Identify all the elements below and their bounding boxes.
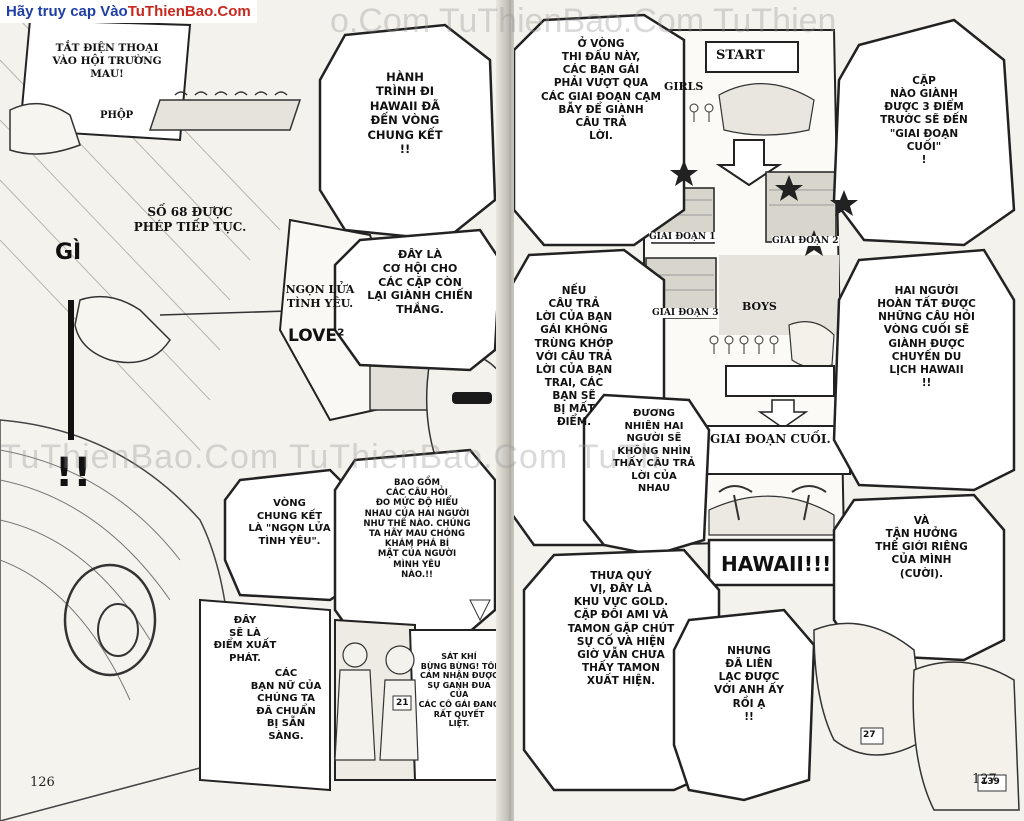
watermark-band-top: o.Com TuThienBao.Com TuThien <box>330 2 837 40</box>
gold-area-bubble: THƯA QUÝ VỊ, ĐÂY LÀ KHU VỰC GOLD. CẶP ĐÔ… <box>567 570 675 687</box>
contacted-bubble: NHƯNG ĐÃ LIÊN LẠC ĐƯỢC VỚI ANH ẤY RỒI Ạ … <box>714 645 784 723</box>
diagram-final-stage: GIAI ĐOẠN CUỐI. <box>710 432 831 446</box>
start-point-bubble: ĐÂY SẼ LÀ ĐIỂM XUẤT PHÁT. <box>213 615 277 664</box>
exclaim-bar <box>68 300 74 440</box>
shirt-number-21: 21 <box>396 698 409 708</box>
watermark-band-middle: TuThienBao.Com TuThienBao.Com TuTh <box>0 438 661 476</box>
diagram-boys: BOYS <box>742 300 777 313</box>
diagram-stage-3: GIAI ĐOẠN 3 <box>652 308 719 318</box>
girls-ready-bubble: CÁC BẠN NỮ CỦA CHÚNG TA ĐÃ CHUẨN BỊ SẴN … <box>250 668 322 742</box>
love-sign-text: NGỌN LỬA TÌNH YÊU. <box>285 283 355 310</box>
left-page-artwork <box>0 0 506 821</box>
diagram-girls: GIRLS <box>664 80 704 93</box>
final-round-bubble: VÒNG CHUNG KẾT LÀ "NGỌN LỬA TÌNH YÊU". <box>248 498 331 547</box>
watermark-prefix: Hãy truy cap Vào <box>6 3 128 20</box>
journey-bubble: HÀNH TRÌNH ĐI HAWAII ĐÃ ĐẾN VÒNG CHUNG K… <box>367 70 443 156</box>
phone-note-text: TẮT ĐIỆN THOẠI VÀO HỘI TRƯỜNG MAU! <box>52 42 162 81</box>
enjoy-bubble: VÀ TẬN HƯỞNG THẾ GIỚI RIÊNG CỦA MÌNH (CƯ… <box>875 515 968 580</box>
first-three-bubble: CẶP NÀO GIÀNH ĐƯỢC 3 ĐIỂM TRƯỚC SẼ ĐẾN "… <box>880 75 968 166</box>
questions-bubble: BAO GỒM CÁC CÂU HỎI ĐO MỨC ĐỘ HIỂU NHAU … <box>363 478 471 580</box>
sfx-phop: PHỘP <box>100 110 134 121</box>
sfx-exclaim: !! <box>55 450 92 496</box>
page-number-left: 126 <box>30 775 55 790</box>
shirt-number-139: 139 <box>981 777 1000 787</box>
complete-bubble: HAI NGƯỜI HOÀN TẤT ĐƯỢC NHỮNG CÂU HỎI VÒ… <box>877 285 976 389</box>
chance-bubble: ĐÂY LÀ CƠ HỘI CHO CÁC CẶP CÒN LẠI GIÀNH … <box>367 248 473 316</box>
site-watermark[interactable]: Hãy truy cap VàoTuThienBao.Com <box>0 0 257 23</box>
right-page: Ở VÒNG THI ĐẤU NÀY, CÁC BẠN GÁI PHẢI VƯỢ… <box>514 0 1024 821</box>
love-sign-logo: LOVE² <box>288 326 345 346</box>
right-page-artwork <box>514 13 1020 811</box>
diagram-stage-1: GIAI ĐOẠN 1 <box>649 232 716 242</box>
of-course-bubble: ĐƯƠNG NHIÊN HAI NGƯỜI SẼ KHÔNG NHÌN THẤY… <box>612 408 696 494</box>
sfx-gi: GÌ <box>55 240 82 265</box>
left-page: Hãy truy cap VàoTuThienBao.Com TẮT ĐIỆN … <box>0 0 506 821</box>
intense-bubble: SÁT KHÍ BỪNG BỪNG! TÔI CẢM NHẬN ĐƯỢC SỰ … <box>418 652 500 729</box>
diagram-start: START <box>716 48 765 63</box>
number-68-caption: SỐ 68 ĐƯỢC PHÉP TIẾP TỤC. <box>133 205 247 234</box>
diagram-hawaii: HAWAII!!! <box>721 552 832 576</box>
this-round-bubble: Ở VÒNG THI ĐẤU NÀY, CÁC BẠN GÁI PHẢI VƯỢ… <box>541 38 661 142</box>
page-number-right: 127 <box>972 772 997 787</box>
watermark-site-link[interactable]: TuThienBao.Com <box>127 3 251 20</box>
mismatch-bubble: NẾU CÂU TRẢ LỜI CỦA BẠN GÁI KHÔNG TRÙNG … <box>534 285 614 429</box>
diagram-stage-2: GIAI ĐOẠN 2 <box>772 236 839 246</box>
shirt-number-27: 27 <box>863 730 876 740</box>
